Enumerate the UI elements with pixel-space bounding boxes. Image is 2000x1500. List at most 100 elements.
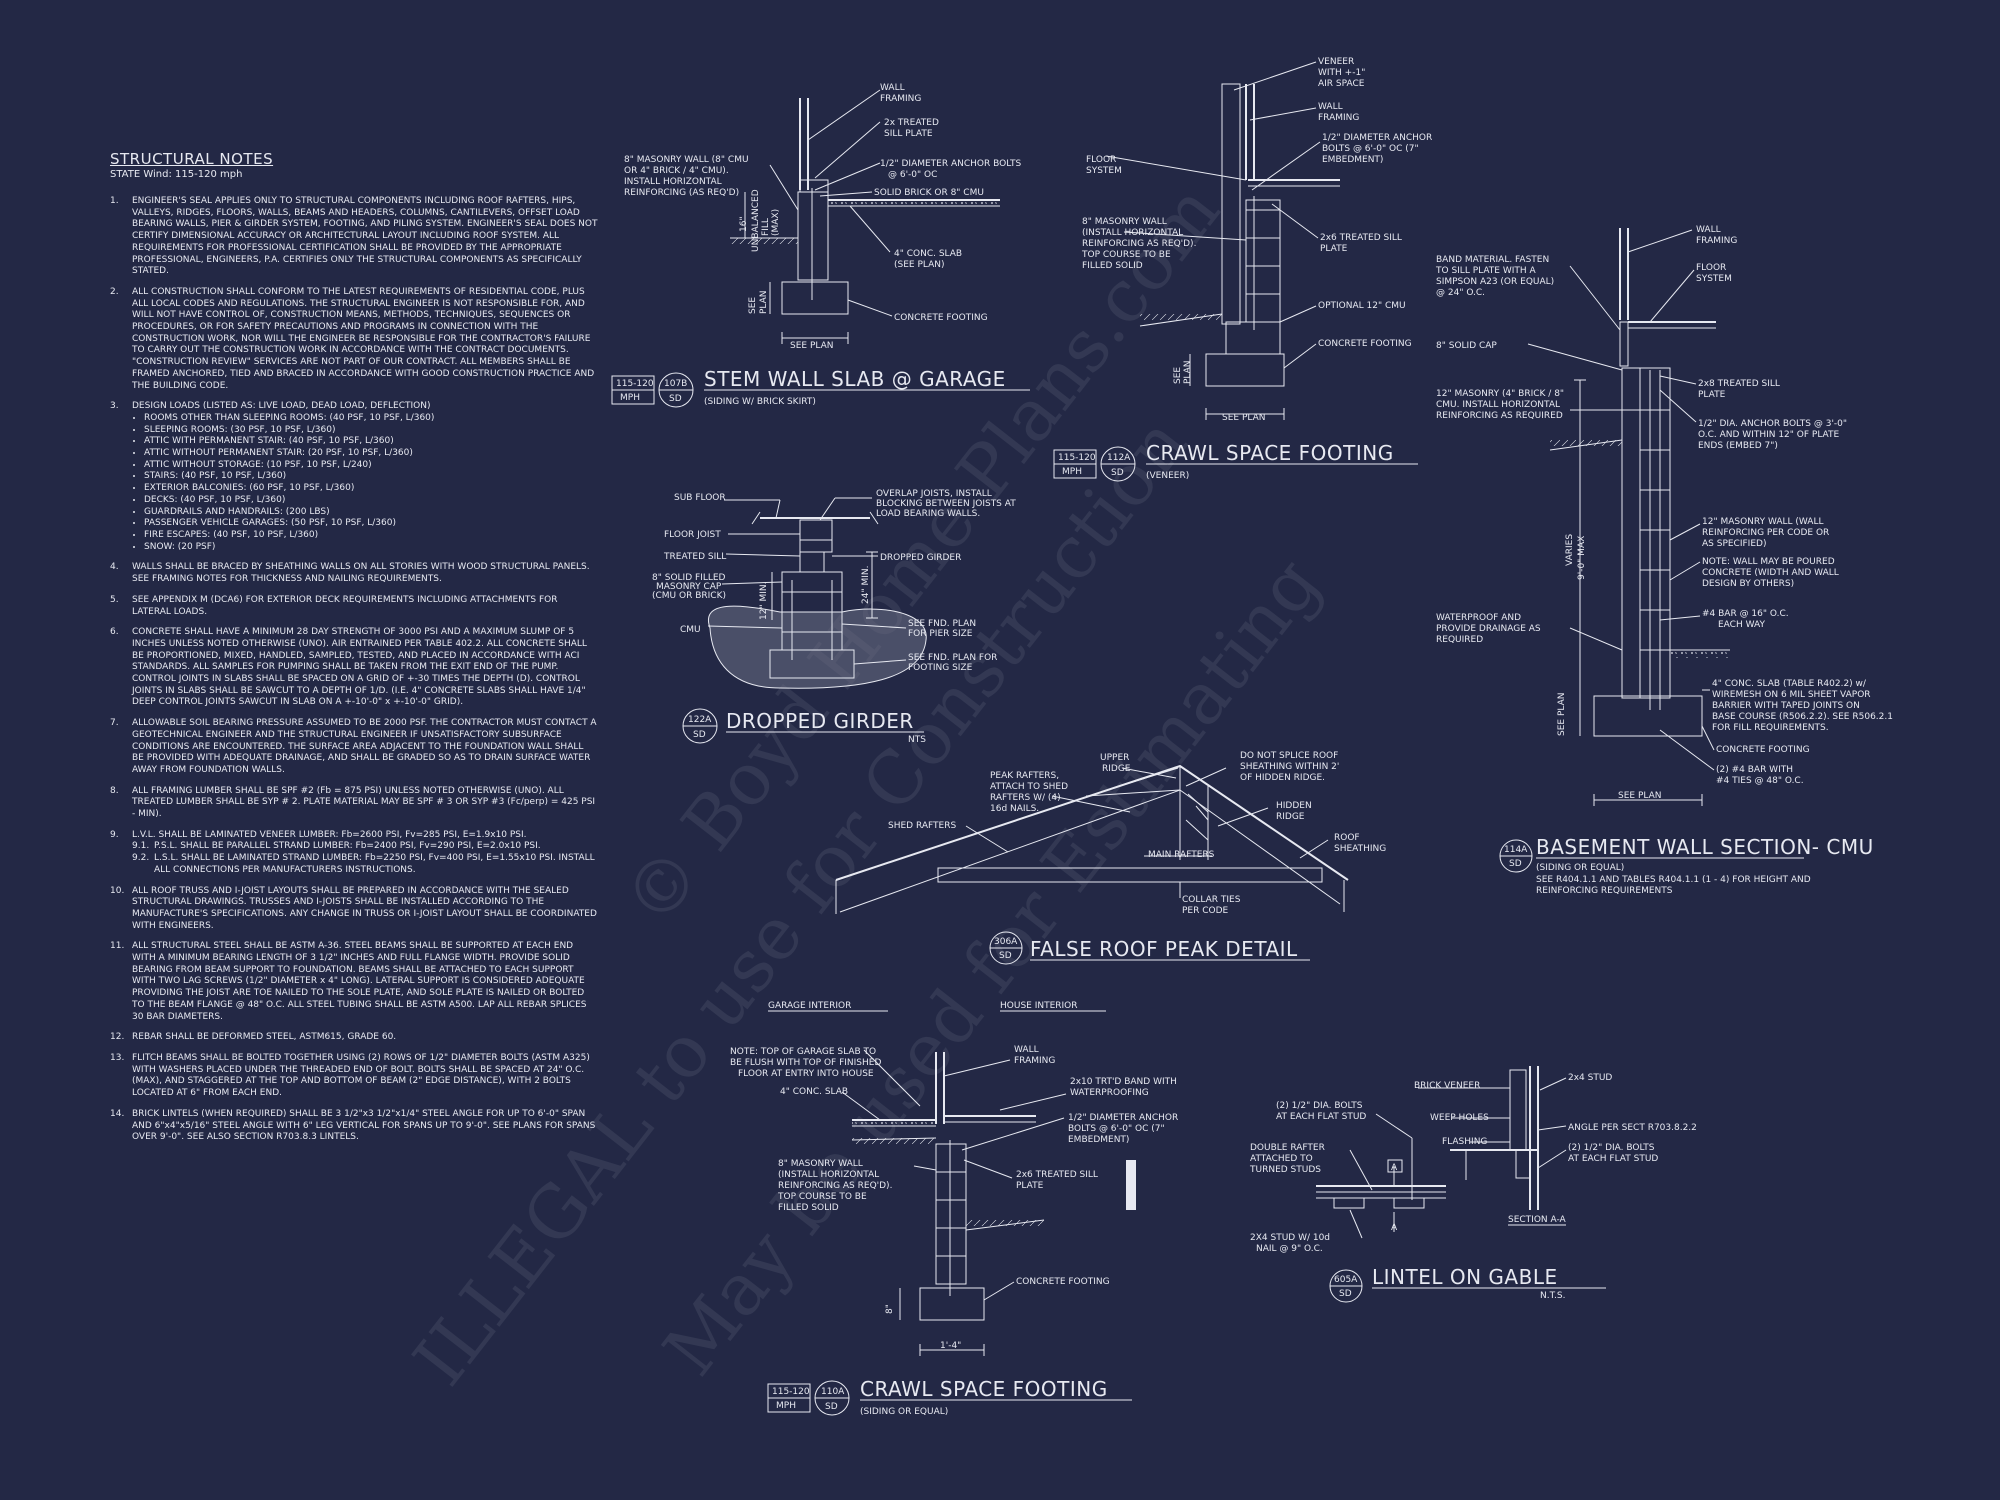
note-item: 3. DESIGN LOADS (LISTED AS: LIVE LOAD, DE… [110, 401, 598, 553]
lintel-label: BRICK VENEER [1414, 1081, 1480, 1091]
crawl-veneer-label: FLOOR [1086, 155, 1116, 165]
basement-label: CONCRETE (WIDTH AND WALL [1702, 568, 1839, 578]
detail-lintel: A A BRICK VENEER 2x4 STUD (2) 1/2" DIA. … [1249, 1066, 1697, 1303]
roof-label: OF HIDDEN RIDGE. [1240, 773, 1325, 783]
basement-label: 9'-0" MAX [1577, 536, 1587, 580]
crawl-veneer-label: REINFORCING AS REQ'D). [1082, 239, 1196, 249]
crawl-siding-label: BOLTS @ 6'-0" OC (7" [1068, 1124, 1165, 1134]
stem-title: STEM WALL SLAB @ GARAGE [704, 367, 1006, 391]
basement-label: FLOOR [1696, 263, 1726, 273]
note-number: 13. [110, 1053, 125, 1063]
note-text: ALL CONSTRUCTION SHALL CONFORM TO THE LA… [132, 286, 595, 391]
crawl-siding-garage-header: GARAGE INTERIOR [768, 1001, 851, 1011]
structural-notes: STRUCTURAL NOTES STATE Wind: 115-120 mph… [110, 150, 598, 1153]
basement-label: 12" MASONRY (4" BRICK / 8" [1436, 389, 1564, 399]
roof-label: SHEATHING [1334, 844, 1386, 854]
notes-title: STRUCTURAL NOTES [110, 150, 274, 168]
note-body: ENGINEER'S SEAL APPLIES ONLY TO STRUCTUR… [132, 196, 598, 278]
roof-label: MAIN RAFTERS [1148, 850, 1215, 860]
girder-sheet: SD [693, 730, 706, 740]
note-text: ALL FRAMING LUMBER SHALL BE SPF #2 (Fb =… [132, 785, 596, 820]
note-item: 2.ALL CONSTRUCTION SHALL CONFORM TO THE … [110, 287, 598, 392]
crawl-siding-label: NOTE: TOP OF GARAGE SLAB TO [730, 1047, 876, 1057]
girder-nts: NTS [908, 735, 926, 745]
basement-label: EACH WAY [1718, 620, 1765, 630]
girder-label: OVERLAP JOISTS, INSTALL [876, 489, 992, 499]
note-sub-number: 9.2. [132, 853, 150, 864]
crawl-veneer-label: BOLTS @ 6'-0" OC (7" [1322, 144, 1419, 154]
note-body: FLITCH BEAMS SHALL BE BOLTED TOGETHER US… [132, 1053, 598, 1100]
note-number: 1. [110, 196, 119, 206]
lintel-label: AT EACH FLAT STUD [1568, 1154, 1658, 1164]
crawl-veneer-label: PLAN [1183, 360, 1193, 384]
note-item: 6.CONCRETE SHALL HAVE A MINIMUM 28 DAY S… [110, 627, 598, 709]
crawl-veneer-label: PLATE [1320, 244, 1348, 254]
stem-label: SOLID BRICK OR 8" CMU [874, 188, 984, 198]
crawl-siding-title: CRAWL SPACE FOOTING [860, 1377, 1108, 1401]
basement-label: BARRIER WITH TAPED JOINTS ON [1712, 701, 1860, 711]
note-item: 1. ENGINEER'S SEAL APPLIES ONLY TO STRUCT… [110, 196, 598, 278]
crawl-veneer-wind: 115-120 [1058, 453, 1096, 463]
lintel-section-mark: A [1391, 1163, 1398, 1173]
basement-label: AS SPECIFIED) [1702, 539, 1766, 549]
basement-label: 2x8 TREATED SILL [1698, 379, 1780, 389]
note-number: 3. [110, 401, 119, 412]
basement-label: CONCRETE FOOTING [1716, 745, 1810, 755]
crawl-veneer-label: SYSTEM [1086, 166, 1122, 176]
basement-label: REQUIRED [1436, 635, 1483, 645]
basement-label: REINFORCING AS REQUIRED [1436, 411, 1563, 421]
basement-note: SEE R404.1.1 AND TABLES R404.1.1 (1 - 4)… [1536, 875, 1811, 885]
note-body: REBAR SHALL BE DEFORMED STEEL, ASTM615, … [132, 1032, 598, 1044]
crawl-siding-label: CONCRETE FOOTING [1016, 1277, 1110, 1287]
note-item: 7. ALLOWABLE SOIL BEARING PRESSURE ASSUME… [110, 718, 598, 777]
note-text: ALLOWABLE SOIL BEARING PRESSURE ASSUMED … [132, 718, 597, 775]
stem-subtitle: (SIDING W/ BRICK SKIRT) [704, 397, 816, 407]
lintel-label: (2) 1/2" DIA. BOLTS [1568, 1143, 1655, 1153]
crawl-veneer-label: WALL [1318, 102, 1343, 112]
stem-label: PLAN [759, 290, 769, 314]
note-number: 4. [110, 562, 119, 573]
crawl-veneer-label: OPTIONAL 12" CMU [1318, 301, 1406, 311]
crawl-siding-label: 8" MASONRY WALL [778, 1159, 863, 1169]
crawl-veneer-label: EMBEDMENT) [1322, 155, 1383, 165]
note-number: 7. [110, 718, 119, 729]
girder-label: SEE FND. PLAN [908, 619, 976, 629]
basement-label: FOR FILL REQUIREMENTS. [1712, 723, 1829, 733]
girder-label: TREATED SILL [663, 552, 726, 562]
note-sub-text: P.S.L. SHALL BE PARALLEL STRAND LUMBER: … [154, 841, 541, 852]
roof-label: DO NOT SPLICE ROOF [1240, 751, 1338, 761]
crawl-veneer-tag: 112A [1107, 453, 1131, 463]
crawl-veneer-title: CRAWL SPACE FOOTING [1146, 441, 1394, 465]
note-number: 6. [110, 627, 119, 638]
note-body: BRICK LINTELS (WHEN REQUIRED) SHALL BE 3… [132, 1109, 598, 1144]
basement-label: CMU. INSTALL HORIZONTAL [1436, 400, 1560, 410]
roof-label: ROOF [1334, 833, 1360, 843]
design-load-item: GUARDRAILS AND HANDRAILS: (200 LBS) [144, 507, 598, 519]
stem-label: 1/2" DIAMETER ANCHOR BOLTS [880, 159, 1021, 169]
note-number: 12. [110, 1032, 125, 1043]
crawl-siding-sheet: SD [825, 1402, 838, 1412]
note-text: BRICK LINTELS (WHEN REQUIRED) SHALL BE 3… [132, 1108, 596, 1143]
crawl-veneer-label: 2x6 TREATED SILL [1320, 233, 1402, 243]
note-text: ALL STRUCTURAL STEEL SHALL BE ASTM A-36.… [132, 941, 587, 1022]
stem-label: OR 4" BRICK / 4" CMU). [624, 166, 729, 176]
lintel-label: (2) 1/2" DIA. BOLTS [1276, 1101, 1363, 1111]
roof-label: RIDGE [1276, 812, 1305, 822]
stem-label: SEE [748, 297, 758, 314]
stem-label: @ 6'-0" OC [888, 170, 937, 180]
stem-label: REINFORCING (AS REQ'D) [624, 188, 739, 198]
lintel-label: NAIL @ 9" O.C. [1256, 1244, 1323, 1254]
roof-label: SHEATHING WITHIN 2' [1240, 762, 1339, 772]
note-body: DESIGN LOADS (LISTED AS: LIVE LOAD, DEAD… [132, 401, 598, 553]
stem-tag: 107B [664, 379, 687, 389]
basement-label: WATERPROOF AND [1436, 613, 1521, 623]
basement-label: PLATE [1698, 390, 1726, 400]
basement-label: 8" SOLID CAP [1436, 341, 1497, 351]
basement-label: @ 24" O.C. [1436, 288, 1485, 298]
crawl-siding-label: REINFORCING AS REQ'D). [778, 1181, 892, 1191]
girder-label: SUB FLOOR [674, 493, 726, 503]
crawl-siding-label: 8" [885, 1304, 895, 1314]
girder-label: MASONRY CAP [656, 582, 722, 592]
